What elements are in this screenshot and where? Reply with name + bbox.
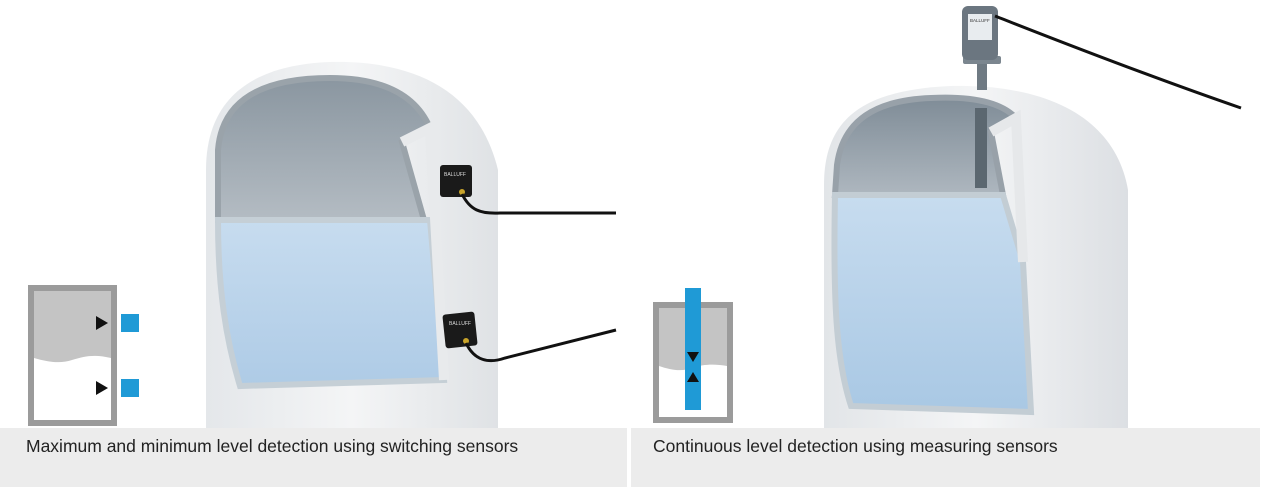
svg-text:BALLUFF: BALLUFF [449,321,471,327]
measuring-tank-illustration: BALLUFF [653,6,1242,430]
tank-gas-space [831,94,1021,198]
tank-liquid [831,192,1035,416]
tank-gas-space [215,74,434,223]
tank-liquid [214,217,448,390]
lower-switching-sensor: BALLUFF [442,311,478,349]
svg-text:BALLUFF: BALLUFF [970,18,990,23]
upper-switching-sensor: BALLUFF [440,165,472,197]
switching-caption: Maximum and minimum level detection usin… [0,428,627,487]
measuring-probe-rod [975,108,987,188]
top-sensor-cable [994,14,1242,110]
switching-schematic-icon [28,285,139,426]
switching-tank-illustration: BALLUFF BALLUFF [28,61,617,430]
svg-text:BALLUFF: BALLUFF [444,172,466,178]
top-measuring-sensor: BALLUFF [962,6,1001,90]
measuring-caption: Continuous level detection using measuri… [631,428,1260,487]
upper-sensor-cable [460,193,616,215]
measuring-schematic-icon [653,288,733,423]
measuring-probe-marker [685,288,701,410]
lower-sensor-cable [464,328,617,363]
measuring-sensors-panel: BALLUFF [631,0,1269,487]
switching-sensors-panel: BALLUFF BALLUFF [0,0,627,487]
